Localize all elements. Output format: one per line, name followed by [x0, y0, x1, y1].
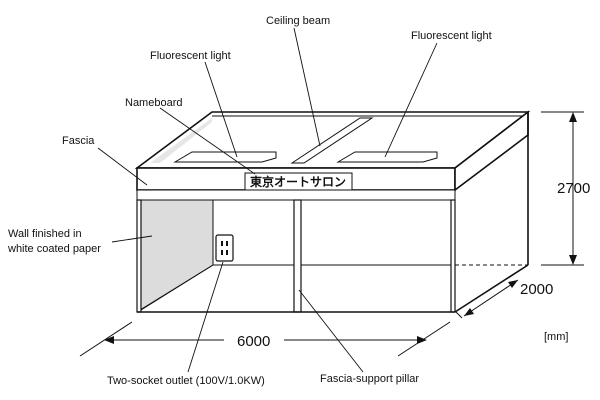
left-front-post [136, 199, 142, 313]
outlet-label: Two-socket outlet (100V/1.0KW) [107, 375, 265, 387]
leader-lines [97, 27, 438, 373]
fascia-support-pillar [293, 199, 302, 313]
height-dimension: 2700 [557, 180, 590, 197]
left-wall-panel [139, 199, 214, 311]
nameboard-label: Nameboard [125, 97, 182, 109]
width-dimension: 6000 [237, 333, 270, 350]
fluorescent-light-right [336, 151, 438, 163]
pillar-label: Fascia-support pillar [320, 373, 419, 385]
booth-structure [134, 110, 531, 313]
two-socket-outlet [215, 234, 234, 262]
back-wall-panel [212, 199, 456, 266]
fluorescent-light-right-label: Fluorescent light [411, 30, 492, 42]
unit-label: [mm] [544, 331, 568, 343]
fluorescent-light-left [173, 151, 277, 163]
depth-dimension: 2000 [520, 281, 553, 298]
ceiling-beam-label: Ceiling beam [266, 15, 330, 27]
wall-label-line2: white coated paper [7, 243, 101, 255]
fascia-label: Fascia [62, 135, 95, 147]
right-front-post [450, 199, 456, 313]
nameboard-text: 東京オートサロン [250, 174, 346, 189]
dimension-lines [79, 111, 584, 357]
wall-label-line1: Wall finished in [8, 228, 82, 240]
fluorescent-light-left-label: Fluorescent light [150, 50, 231, 62]
ceiling-beam [290, 117, 374, 164]
